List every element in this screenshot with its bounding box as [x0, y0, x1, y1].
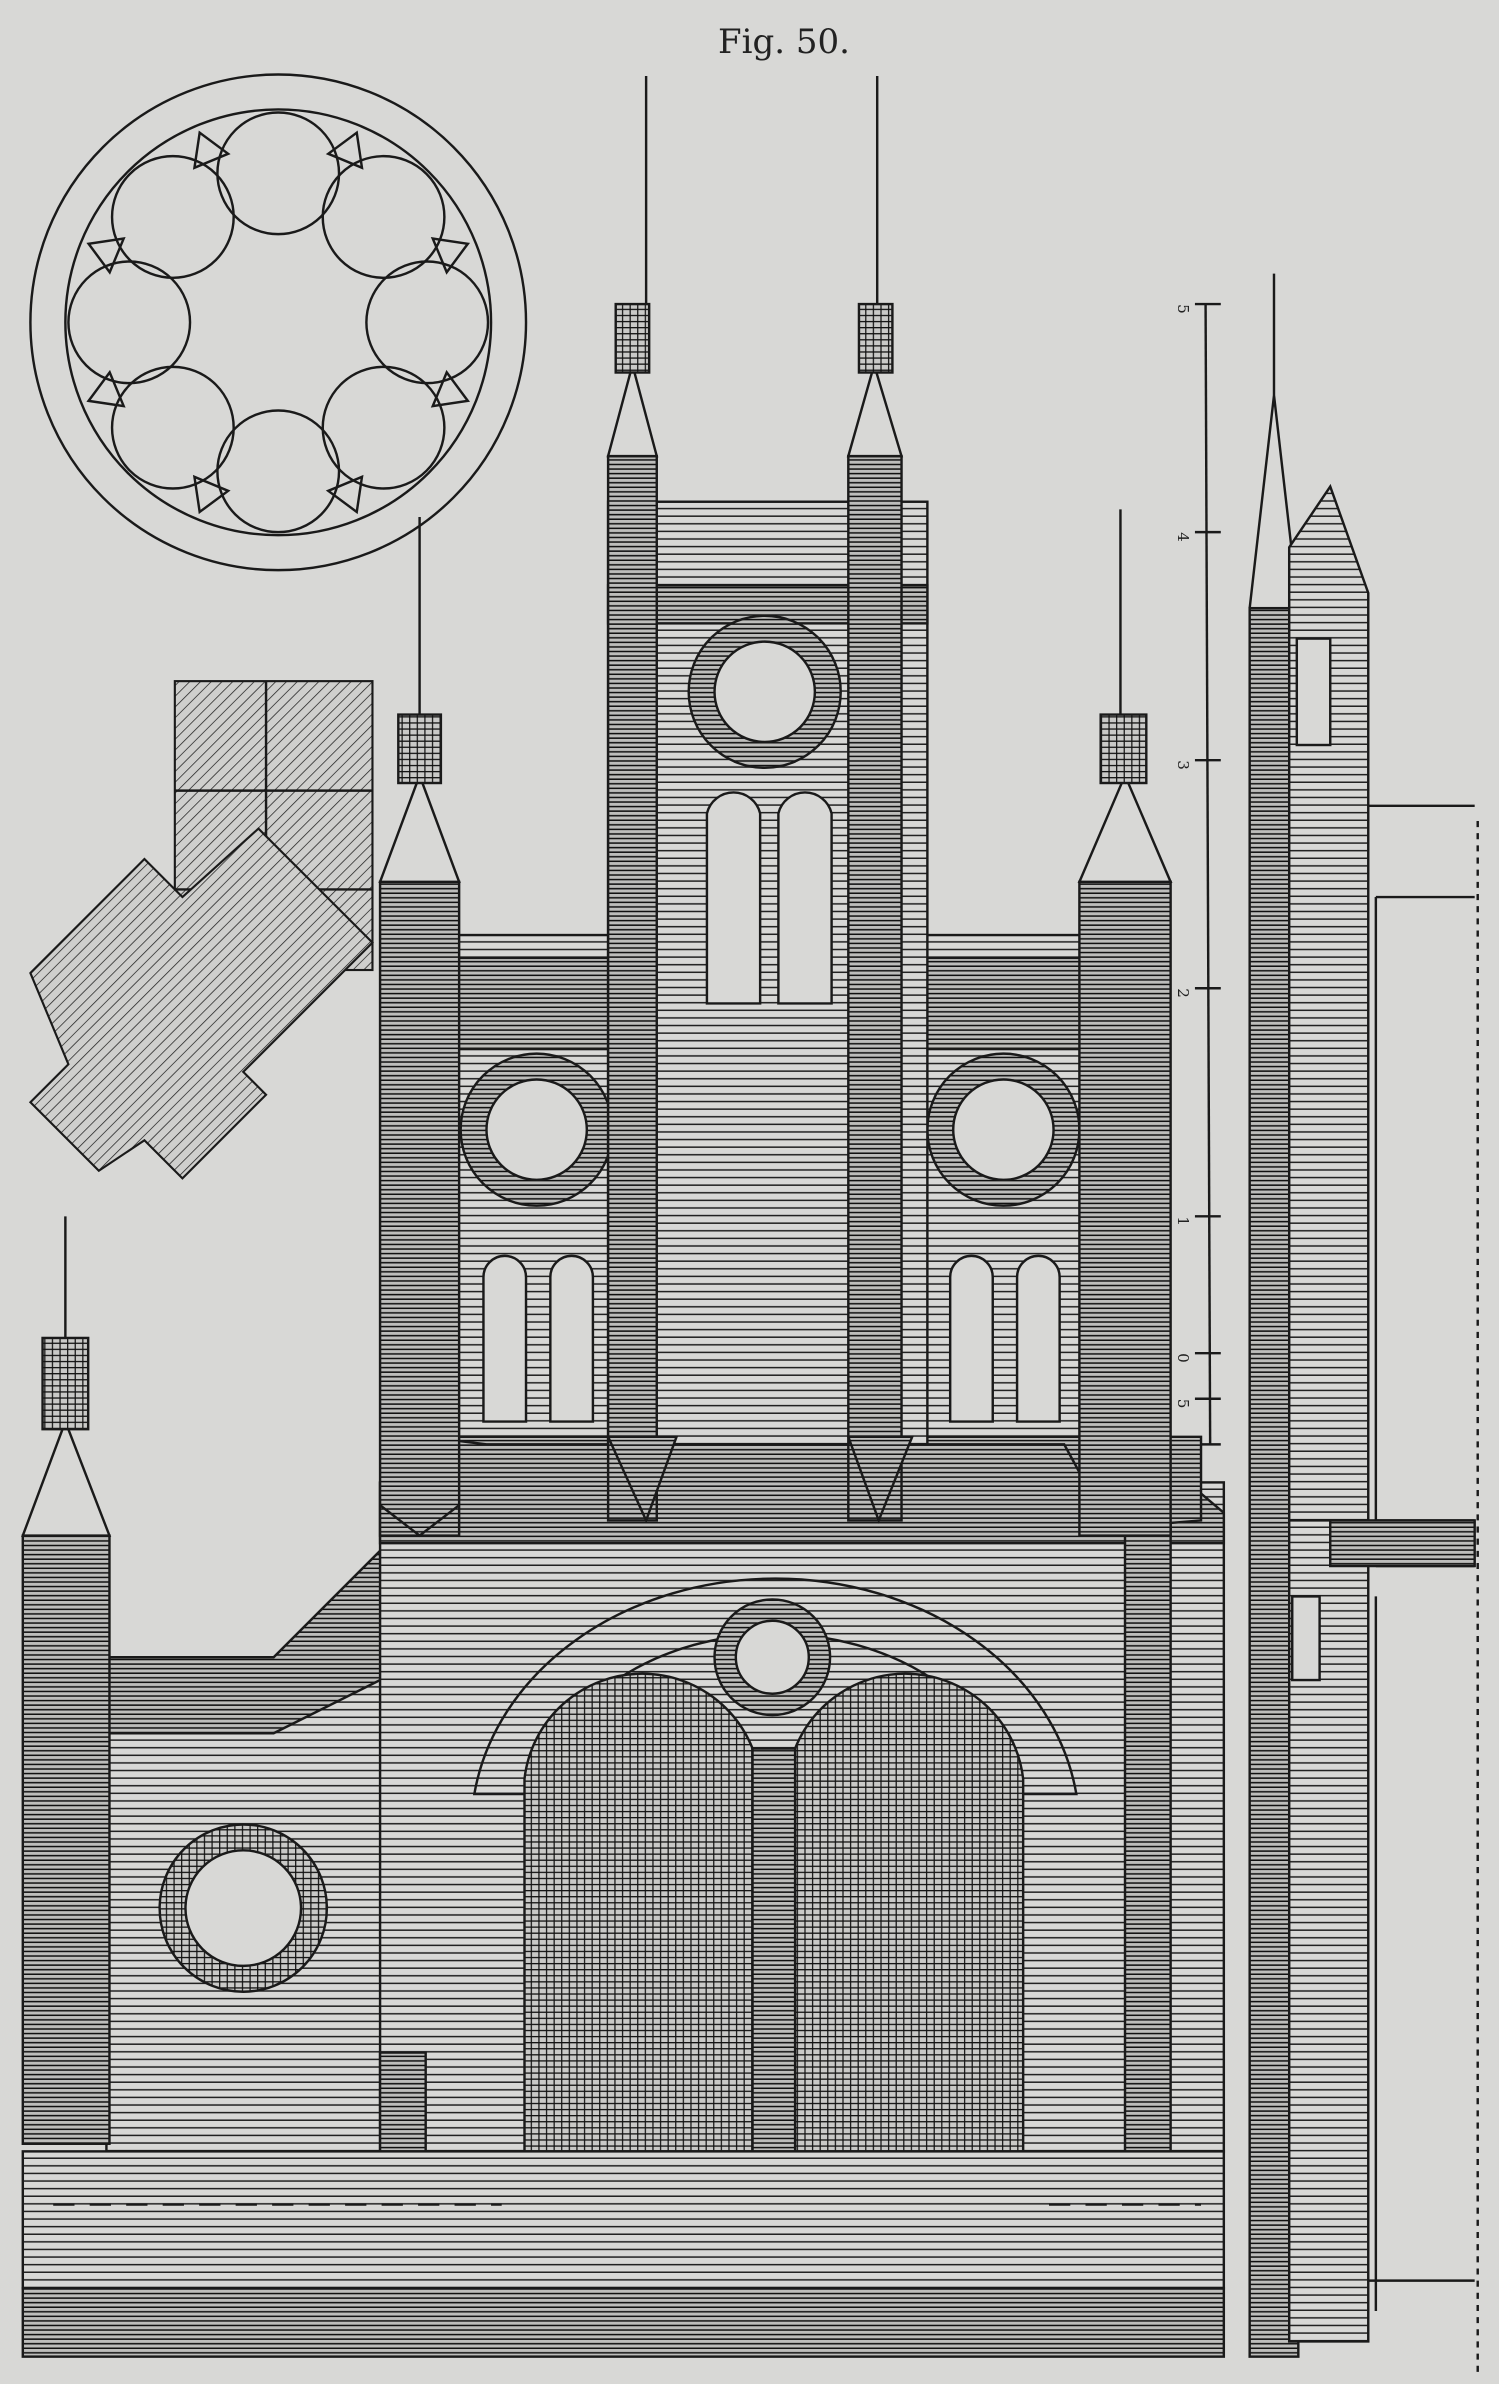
rose-lobe [216, 409, 341, 534]
rose-spandrel [430, 237, 471, 275]
rose-window-detail [29, 73, 528, 572]
rose-spandrel [192, 474, 231, 515]
scale-label: 2 [1174, 988, 1192, 998]
left-annex [21, 1216, 397, 2161]
rose-spandrel [325, 130, 364, 170]
rose-lobe [365, 260, 490, 385]
scale-label: 4 [1174, 532, 1192, 542]
rose-spandrel [325, 474, 364, 515]
rose-spandrel [192, 130, 231, 170]
buttress-plan [28, 680, 374, 1180]
figure-caption: Fig. 50. [718, 22, 850, 62]
rose-spandrel [86, 369, 126, 408]
scale-bar: 543210510m [1174, 302, 1221, 1478]
rose-lobe [321, 365, 446, 490]
main-nave-facade [378, 1427, 1226, 2153]
rose-lobe [67, 260, 192, 385]
rose-lobe [110, 365, 235, 490]
section-elevation [1248, 273, 1479, 2372]
scale-label: 1 [1174, 1216, 1192, 1226]
rose-spandrel [86, 237, 126, 275]
scale-label: 0 [1174, 1353, 1192, 1363]
scale-label: 5 [1174, 1399, 1192, 1409]
scale-label: 5 [1174, 304, 1192, 314]
central-tower [606, 76, 929, 1524]
side-turrets [378, 509, 1173, 1538]
rose-lobe [321, 154, 446, 280]
rose-lobe [110, 154, 235, 280]
base-plinth [21, 2150, 1226, 2358]
rose-spandrel [430, 369, 471, 408]
scale-label: 3 [1174, 760, 1192, 770]
rose-lobe [216, 111, 341, 236]
